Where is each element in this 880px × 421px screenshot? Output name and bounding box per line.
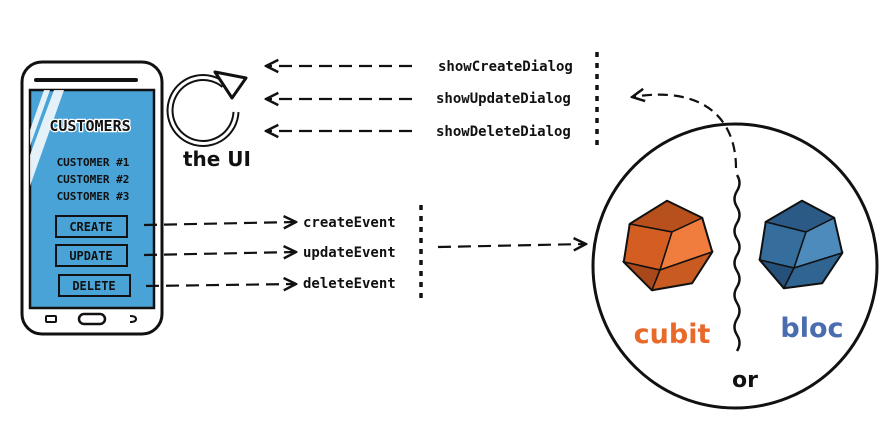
bloc-label: bloc <box>780 313 843 344</box>
refresh-icon <box>166 70 248 147</box>
customer-item[interactable]: CUSTOMER #2 <box>57 173 130 186</box>
dialog-label: showUpdateDialog <box>436 91 571 107</box>
event-label: deleteEvent <box>303 276 396 292</box>
phone-title: CUSTOMERS <box>49 117 130 135</box>
or-label: or <box>732 368 758 393</box>
phone-nav-bar <box>45 312 138 326</box>
event-label: updateEvent <box>303 245 396 261</box>
divider-squiggle <box>733 174 741 352</box>
dialog-arrows <box>266 66 412 131</box>
update-button-label: UPDATE <box>69 249 112 263</box>
cubit-label: cubit <box>634 319 711 350</box>
recent-apps-icon[interactable] <box>45 315 57 323</box>
ui-label: the UI <box>183 147 251 171</box>
dialog-label: showDeleteDialog <box>436 124 571 140</box>
event-label: createEvent <box>303 215 396 231</box>
delete-button[interactable]: DELETE <box>58 274 131 297</box>
dialog-label: showCreateDialog <box>438 59 573 75</box>
delete-button-label: DELETE <box>72 279 115 293</box>
create-button[interactable]: CREATE <box>55 215 128 238</box>
customer-item[interactable]: CUSTOMER #3 <box>57 190 130 203</box>
update-button[interactable]: UPDATE <box>55 244 128 267</box>
state-to-dialogs-arrow <box>632 95 738 169</box>
events-to-state-arrow <box>437 244 586 247</box>
home-button-icon[interactable] <box>77 312 107 326</box>
event-arrows <box>143 222 296 286</box>
phone: CUSTOMERS CUSTOMER #1 CUSTOMER #2 CUSTOM… <box>20 60 164 336</box>
cubit-icosahedron-icon <box>621 199 714 292</box>
create-button-label: CREATE <box>69 220 112 234</box>
bloc-icosahedron-icon <box>757 199 844 290</box>
back-icon[interactable] <box>129 315 138 323</box>
customer-item[interactable]: CUSTOMER #1 <box>57 156 130 169</box>
